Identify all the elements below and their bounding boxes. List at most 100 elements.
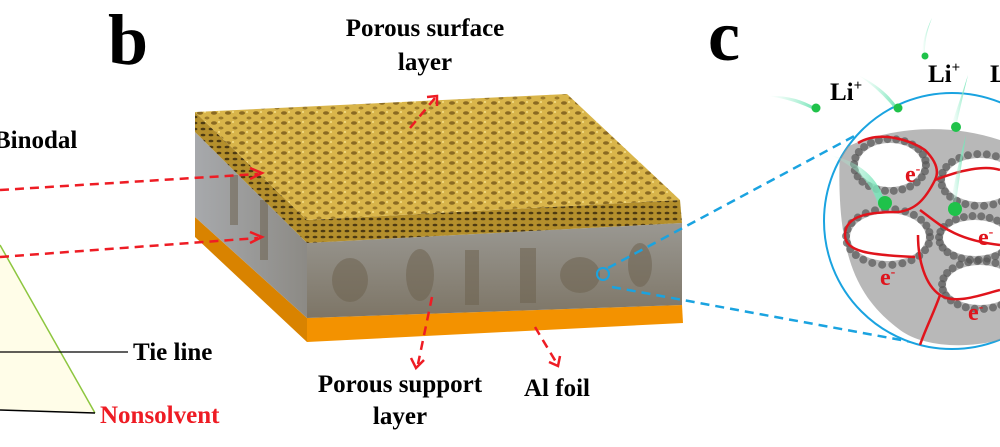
- ion: [921, 52, 929, 60]
- carbon-particle: [917, 215, 926, 224]
- carbon-particle: [991, 259, 1000, 268]
- carbon-particle: [851, 153, 860, 162]
- li-labels: Li+ Li+ L: [830, 60, 1000, 106]
- carbon-particle: [906, 182, 915, 191]
- carbon-particle: [973, 150, 982, 159]
- carbon-particle: [963, 151, 972, 160]
- carbon-particle: [959, 213, 968, 222]
- electron-label: e-: [978, 225, 994, 251]
- carbon-particle: [989, 200, 998, 209]
- electron-label: e-: [905, 162, 921, 188]
- carbon-particle: [860, 142, 869, 151]
- ion-tail: [951, 75, 968, 127]
- carbon-particle: [907, 256, 916, 265]
- ion: [811, 103, 821, 113]
- zoom-lines: [607, 131, 913, 344]
- carbon-particle: [940, 187, 949, 196]
- foil-side: [195, 217, 307, 342]
- li-label: L: [990, 61, 1000, 88]
- support-label-line1: Porous support: [318, 371, 483, 398]
- carbon-particle: [888, 260, 897, 269]
- carbon-particle: [979, 304, 988, 313]
- binodal-label: Binodal: [0, 127, 77, 154]
- nonsolvent-label: Nonsolvent: [100, 402, 220, 429]
- electron-paths: [843, 135, 1000, 346]
- carbon-particle: [922, 221, 931, 230]
- ternary-diagram-fragment: Binodal Tie line Nonsolvent: [0, 127, 220, 429]
- carbon-particle: [970, 304, 979, 313]
- arrow-to-support: [0, 236, 259, 259]
- carbon-particle: [938, 285, 947, 294]
- support-label-line2: layer: [373, 403, 427, 430]
- ion: [893, 103, 903, 113]
- li-label: Li+: [928, 60, 960, 88]
- carbon-particle: [947, 157, 956, 166]
- arrow-binodal-to-surface: [0, 172, 259, 192]
- ion-tail: [950, 135, 966, 209]
- carbon-particle: [937, 181, 946, 190]
- carbon-particle: [949, 251, 958, 260]
- carbon-particle: [909, 210, 918, 219]
- carbon-particle: [982, 257, 991, 266]
- foil-front: [307, 305, 683, 342]
- red-arrows: [0, 97, 558, 365]
- electron-label: e-: [880, 265, 896, 291]
- carbon-particle: [925, 228, 934, 237]
- carbon-particle: [993, 216, 1000, 225]
- carbon-particle: [968, 212, 977, 221]
- carbon-particle: [866, 138, 875, 147]
- surface-front: [307, 200, 682, 243]
- arrow-support-label: [416, 296, 434, 365]
- carbon-particle: [921, 246, 930, 255]
- panel-c-letter: c: [708, 0, 740, 76]
- carbon-particle: [920, 167, 929, 176]
- carbon-particle: [924, 239, 933, 248]
- carbon-particle: [938, 168, 947, 177]
- carbon-particle: [977, 212, 986, 221]
- carbon-particle: [889, 186, 898, 195]
- carbon-particle: [953, 300, 962, 309]
- ion: [951, 122, 961, 132]
- carbon-particle: [854, 148, 863, 156]
- ion-tail: [922, 18, 932, 56]
- arrow-heads: [249, 94, 562, 371]
- carbon-particle: [851, 250, 860, 259]
- carbon-particle: [878, 260, 887, 269]
- carbon-particle: [957, 254, 966, 263]
- carbon-network: [839, 129, 1000, 346]
- membrane-block: [195, 94, 683, 342]
- carbon-particle: [973, 257, 982, 266]
- arrow-surface-label: [409, 97, 436, 129]
- carbon-particle: [942, 163, 951, 171]
- carbon-particle: [868, 258, 877, 267]
- arrow-foil-label: [533, 326, 558, 363]
- carbon-particle: [880, 186, 889, 195]
- carbon-particle: [951, 215, 960, 224]
- carbon-particle: [945, 218, 954, 227]
- foil-label: Al foil: [524, 375, 590, 402]
- surface-label-line1: Porous surface: [346, 15, 505, 42]
- support-side: [195, 132, 307, 318]
- carbon-particle: [858, 177, 867, 186]
- carbon-particle: [988, 303, 997, 312]
- carbon-particle: [859, 255, 868, 264]
- ion-tail: [858, 75, 898, 109]
- carbon-particle: [898, 259, 907, 268]
- lithium-ions: [768, 18, 968, 216]
- binodal-curve: [0, 244, 96, 414]
- electron-label: e-: [968, 300, 984, 326]
- carbon-particle: [970, 201, 979, 210]
- support-front: [307, 223, 682, 318]
- li-label: Li+: [830, 78, 862, 106]
- carbon-particle: [898, 185, 907, 194]
- carbon-particle: [991, 252, 1000, 261]
- ion: [948, 202, 962, 216]
- triangle-base: [0, 409, 96, 414]
- ion: [878, 196, 892, 210]
- carbon-particle: [961, 200, 970, 209]
- carbon-particle: [980, 201, 989, 210]
- zoom-source-marker: [596, 267, 610, 281]
- surface-label-line2: layer: [398, 49, 452, 76]
